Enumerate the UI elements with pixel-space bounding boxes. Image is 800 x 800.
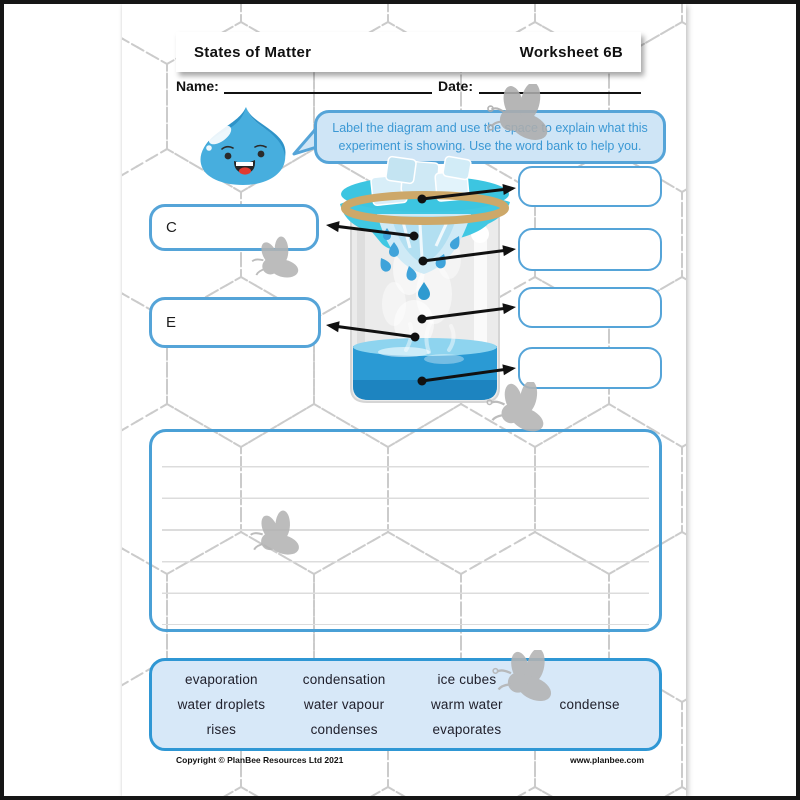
word-bank-item: rises [206,722,237,737]
bee-icon [250,510,299,555]
copyright-text: Copyright © PlanBee Resources Ltd 2021 [176,755,344,765]
worksheet-number: Worksheet 6B [519,43,623,61]
speech-bubble: Label the diagram and use the space to e… [314,110,666,164]
explanation-writing-area[interactable] [149,429,662,632]
label-box-right-4[interactable] [518,347,662,389]
bee-icon [486,382,544,432]
label-box-e-text: E [166,314,177,331]
website-text: www.planbee.com [570,755,644,765]
arrow-dots [409,194,428,386]
arrow-heads [326,184,516,376]
name-input-line[interactable] [224,78,432,94]
condensation-droplets [377,214,471,300]
word-bank-item: warm water [430,697,503,712]
label-box-right-1[interactable] [518,166,662,207]
header-bar: States of Matter Worksheet 6B [176,32,641,72]
word-bank-item: condenses [310,722,378,737]
warm-water [353,320,497,400]
name-label: Name: [176,78,219,94]
label-box-right-3[interactable] [518,287,662,328]
footer: Copyright © PlanBee Resources Ltd 2021 w… [176,755,644,765]
word-bank-item: condensation [302,672,386,687]
word-bank: evaporation condensation ice cubes water… [149,658,662,751]
label-box-c-text: C [166,219,177,236]
name-date-row: Name: Date: [176,78,644,100]
date-label: Date: [438,78,474,94]
date-input-line[interactable] [479,78,641,94]
word-bank-item: evaporates [432,722,502,737]
instruction-text: Label the diagram and use the space to e… [332,120,648,153]
bee-icon [492,650,552,702]
word-bank-item: evaporation [184,672,258,687]
bee-icon [487,84,548,140]
page-title: States of Matter [194,43,312,61]
ruled-lines [162,436,649,625]
bee-icon [251,236,299,278]
ice-cube-bowl [341,155,509,225]
word-bank-item: ice cubes [437,672,497,687]
rubber-band [341,191,509,225]
water-droplet-mascot-icon [190,105,296,192]
word-bank-item: condense [559,697,620,712]
beaker-experiment-diagram [326,155,516,403]
word-bank-item: water vapour [303,697,385,712]
label-box-condensation[interactable]: C [149,204,319,251]
diagram-arrows [328,187,514,383]
word-bank-item: water droplets [177,697,266,712]
label-box-evaporation[interactable]: E [149,297,321,348]
label-box-right-2[interactable] [518,228,662,271]
